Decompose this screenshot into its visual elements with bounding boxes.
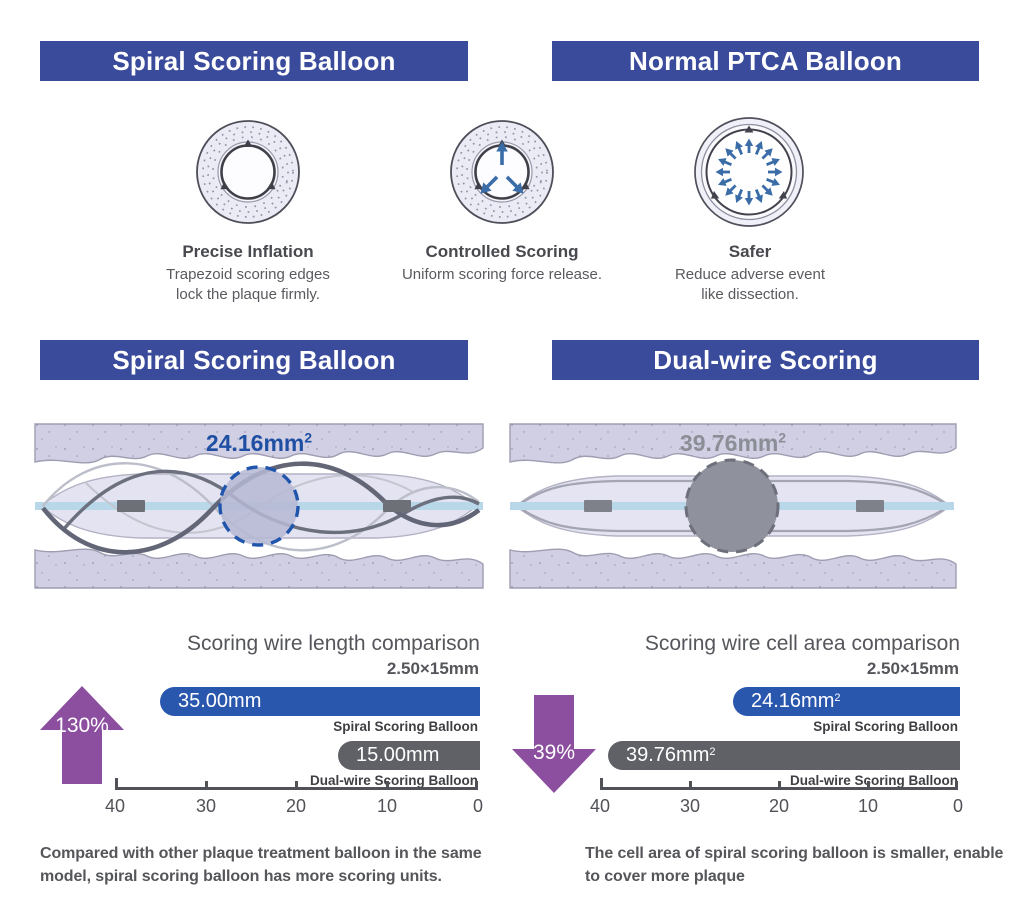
feature-title: Precise Inflation bbox=[182, 242, 314, 261]
feature-desc-line: lock the plaque firmly. bbox=[176, 285, 320, 303]
banner-label: Normal PTCA Balloon bbox=[629, 45, 902, 76]
bar-series-label: Dual-wire Scoring Balloon bbox=[309, 773, 478, 788]
chart-subtitle: 2.50×15mm bbox=[866, 659, 959, 678]
marker-band bbox=[117, 500, 145, 512]
marker-band bbox=[383, 500, 411, 512]
feature-desc-line: Uniform scoring force release. bbox=[401, 266, 603, 283]
feature-desc-line: Reduce adverse event bbox=[674, 266, 826, 283]
bar-dual-wire-length: 15.00mm bbox=[338, 741, 480, 770]
caption-safer: Safer Reduce adverse event like dissecti… bbox=[635, 242, 865, 304]
bar-series-label: Spiral Scoring Balloon bbox=[333, 719, 478, 734]
axis-tick-label: 20 bbox=[768, 796, 790, 816]
marker-band bbox=[856, 500, 884, 512]
down-arrow-icon bbox=[512, 695, 596, 793]
feature-title: Safer bbox=[728, 242, 772, 261]
banner-spiral-scoring-balloon-mid: Spiral Scoring Balloon bbox=[40, 340, 468, 380]
banner-normal-ptca-balloon: Normal PTCA Balloon bbox=[552, 41, 979, 81]
bar-series-label: Spiral Scoring Balloon bbox=[813, 719, 958, 734]
cross-section-controlled-scoring-icon bbox=[450, 120, 554, 224]
chart-subtitle: 2.50×15mm bbox=[386, 659, 479, 678]
vessel-spiral-balloon-illustration bbox=[34, 423, 484, 589]
chart-title: Scoring wire cell area comparison bbox=[644, 632, 960, 655]
trapezoid-scoring-edges bbox=[220, 139, 276, 190]
marker-band bbox=[584, 500, 612, 512]
x-axis: 40 30 20 10 0 bbox=[590, 778, 963, 816]
decrease-percentage: 39% bbox=[532, 741, 576, 764]
bar-spiral-length: 35.00mm bbox=[160, 687, 480, 716]
cross-section-precise-inflation-icon bbox=[196, 120, 300, 224]
chart-wire-length-comparison: Scoring wire length comparison 2.50×15mm… bbox=[30, 632, 483, 837]
cross-section-safer-icon bbox=[694, 117, 804, 227]
banner-spiral-scoring-balloon-top: Spiral Scoring Balloon bbox=[40, 41, 468, 81]
cell-area-circle-dual-wire bbox=[684, 458, 780, 554]
axis-tick-label: 0 bbox=[472, 796, 483, 816]
footnote-cell-area: The cell area of spiral scoring balloon … bbox=[585, 845, 1004, 885]
chart-title: Scoring wire length comparison bbox=[187, 632, 480, 655]
radial-force-arrows-icon bbox=[714, 138, 784, 207]
banner-dual-wire-scoring: Dual-wire Scoring bbox=[552, 340, 979, 380]
feature-title: Controlled Scoring bbox=[425, 242, 579, 261]
caption-precise-inflation: Precise Inflation Trapezoid scoring edge… bbox=[133, 242, 363, 304]
axis-tick-label: 10 bbox=[857, 796, 879, 816]
bar-series-label: Dual-wire Scoring Balloon bbox=[789, 773, 958, 788]
vessel-wall-bottom bbox=[509, 548, 957, 589]
increase-arrow: 130% bbox=[40, 686, 124, 784]
x-axis: 40 30 20 10 0 bbox=[105, 778, 483, 816]
cell-area-circle-spiral bbox=[218, 465, 300, 547]
banner-label: Spiral Scoring Balloon bbox=[112, 344, 396, 375]
chart-cell-area-comparison: Scoring wire cell area comparison 2.50×1… bbox=[510, 632, 963, 837]
decrease-arrow: 39% bbox=[512, 695, 596, 793]
feature-desc-line: Trapezoid scoring edges bbox=[166, 266, 330, 283]
axis-tick-label: 10 bbox=[376, 796, 398, 816]
axis-tick-label: 0 bbox=[952, 796, 963, 816]
axis-tick-label: 30 bbox=[679, 796, 701, 816]
cell-area-value-spiral: 24.16mm2 bbox=[205, 430, 313, 456]
vessel-wall-bottom bbox=[34, 548, 484, 589]
feature-desc-line: like dissection. bbox=[701, 285, 799, 303]
banner-label: Dual-wire Scoring bbox=[653, 344, 878, 375]
axis-tick-label: 20 bbox=[285, 796, 307, 816]
banner-label: Spiral Scoring Balloon bbox=[112, 45, 396, 76]
up-arrow-icon bbox=[40, 686, 124, 784]
caption-controlled-scoring: Controlled Scoring Uniform scoring force… bbox=[362, 242, 642, 285]
vessel-dual-wire-balloon-illustration bbox=[509, 423, 957, 589]
cell-area-value-dual-wire: 39.76mm2 bbox=[679, 430, 787, 456]
axis-tick-label: 30 bbox=[195, 796, 217, 816]
footnote-wire-length: Compared with other plaque treatment bal… bbox=[40, 845, 482, 885]
axis-tick-label: 40 bbox=[589, 796, 611, 816]
increase-percentage: 130% bbox=[55, 714, 109, 737]
force-arrows-icon bbox=[474, 141, 530, 200]
axis-tick-label: 40 bbox=[104, 796, 126, 816]
